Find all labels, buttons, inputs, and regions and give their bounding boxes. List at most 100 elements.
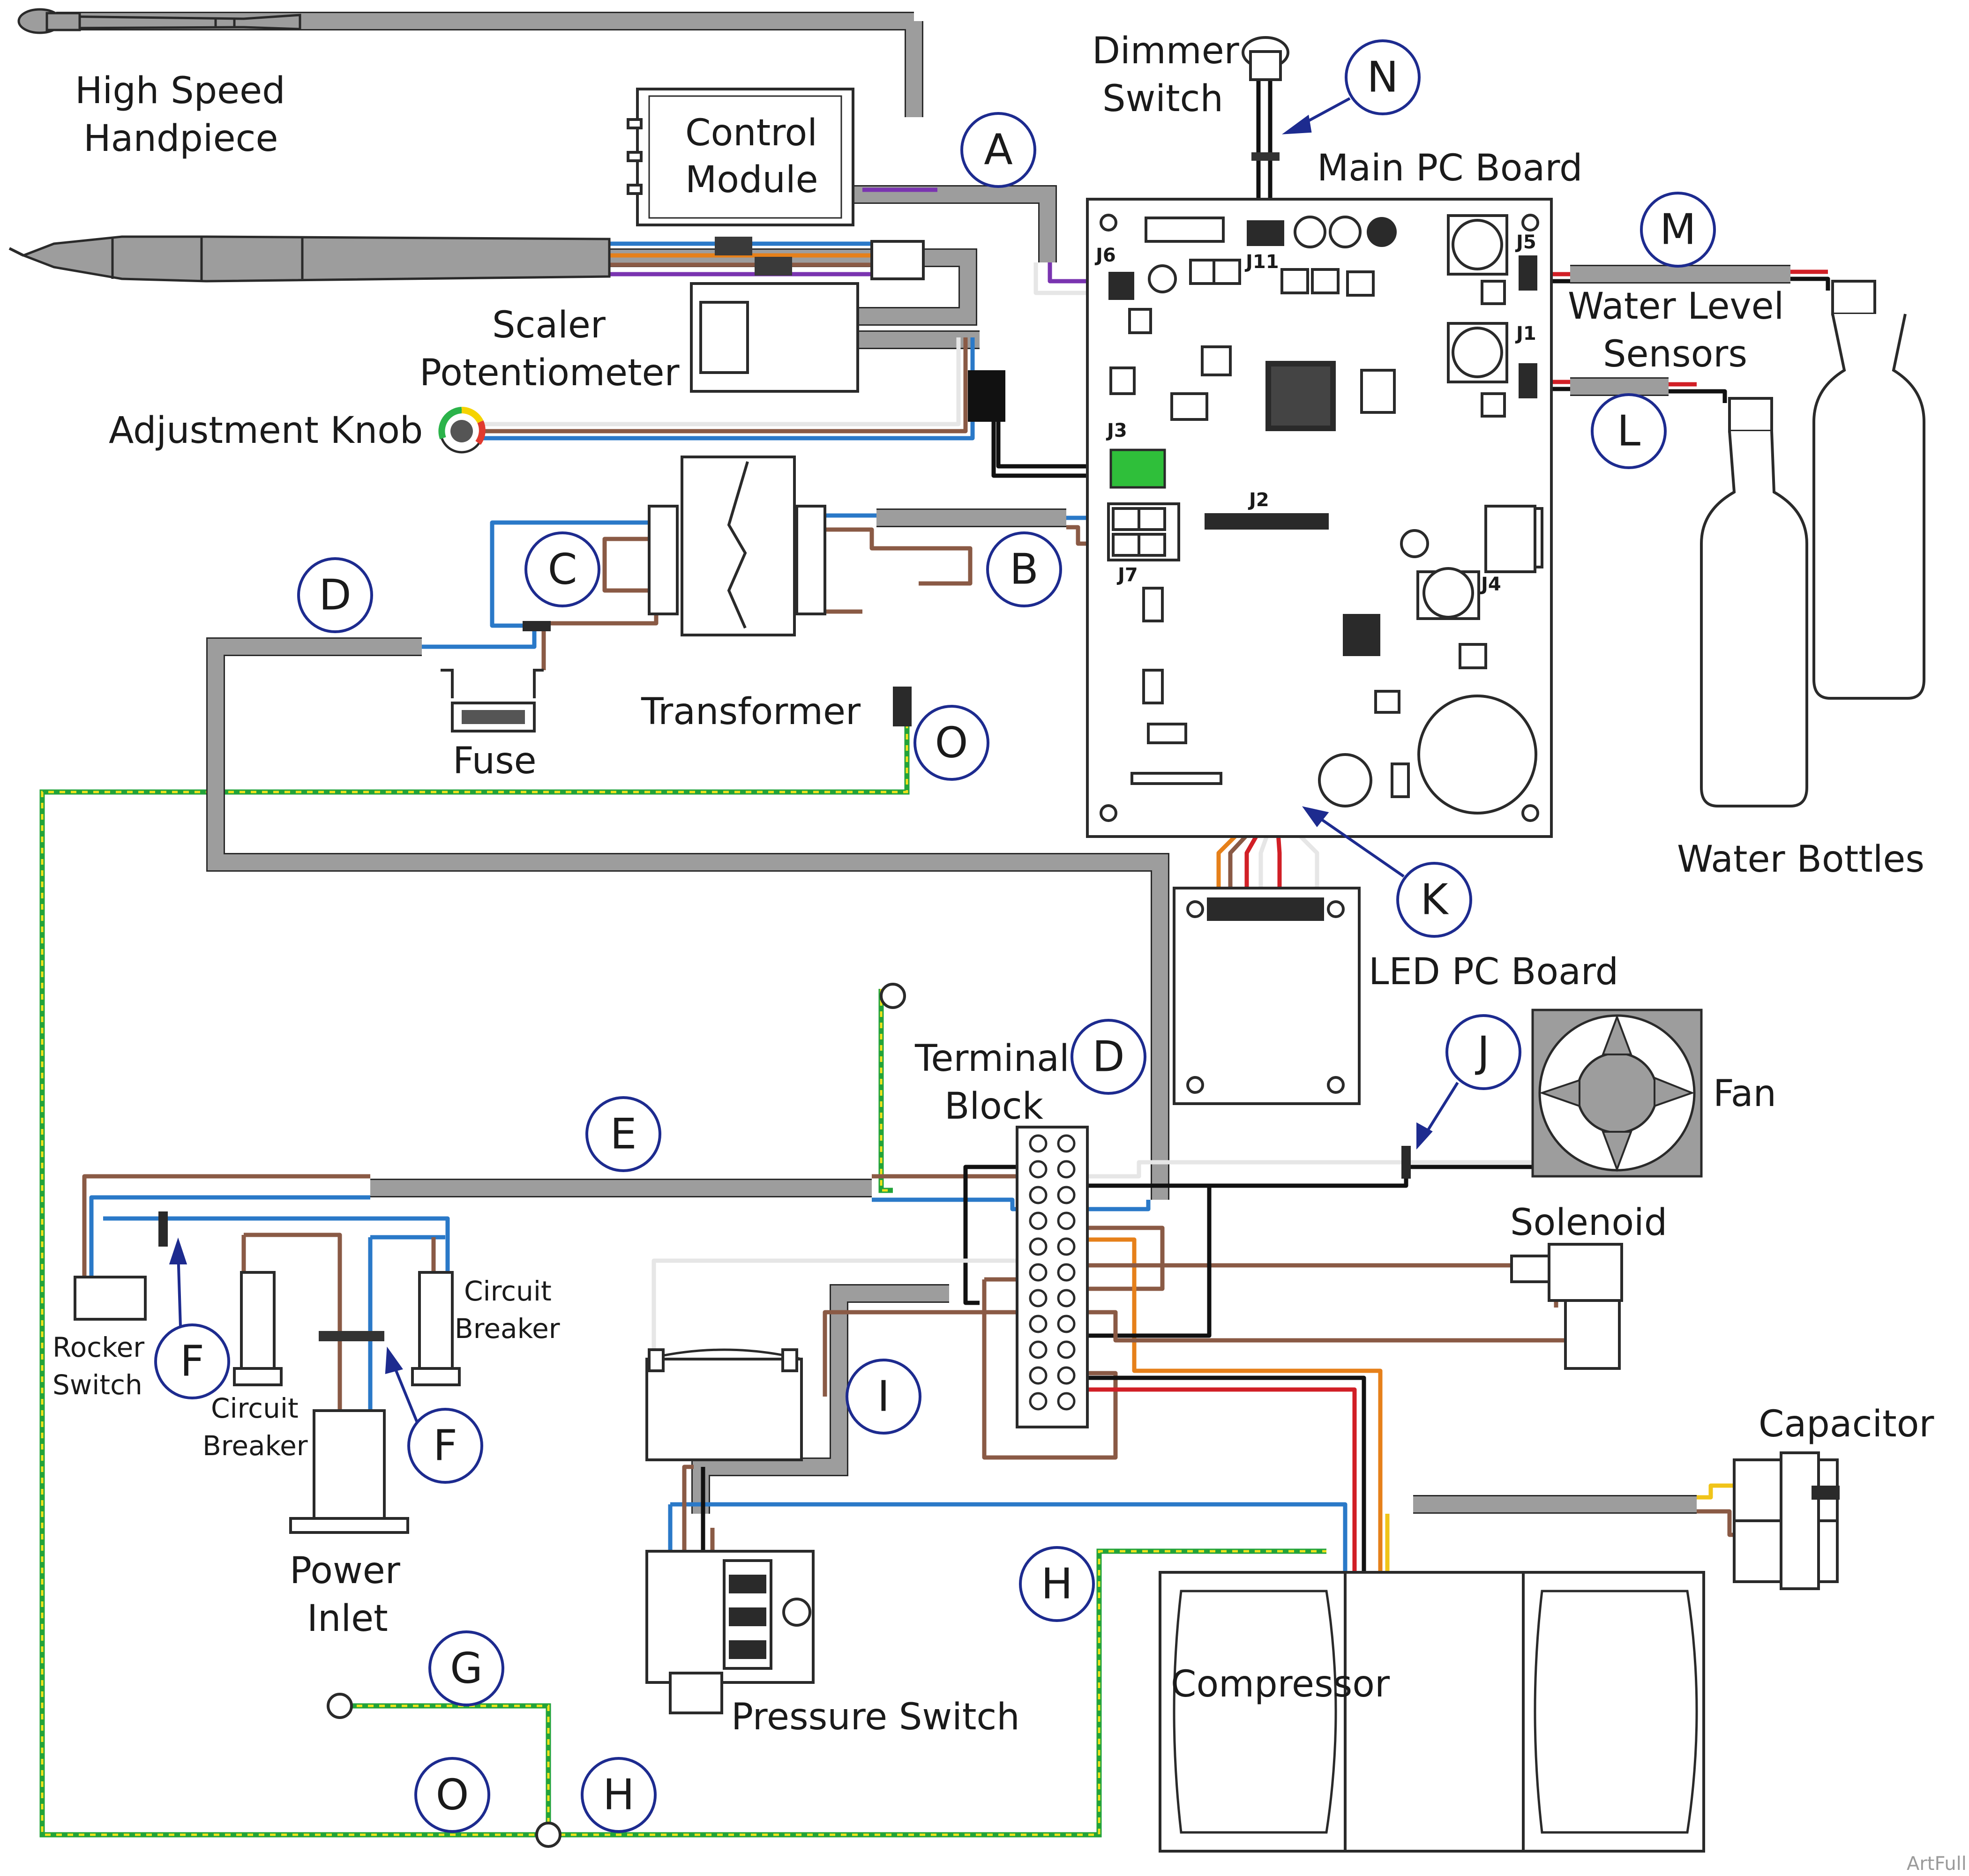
led-pc-board: LED PC Board [1173,887,1618,1105]
fan: Fan [1531,1009,1776,1178]
fuse: Fuse [441,621,551,782]
svg-text:C: C [548,545,577,594]
terminal-screw [1057,1289,1076,1308]
power-inlet: Power Inlet [289,1409,409,1640]
svg-text:I: I [877,1372,890,1421]
capacitor-label: Capacitor [1759,1403,1934,1445]
callout-o-top: O [913,705,989,781]
transformer: Transformer [641,456,861,733]
rocker-switch: Rocker Switch [52,1276,147,1401]
callout-k: K [1396,862,1472,938]
compressor-label: Compressor [1171,1663,1390,1705]
terminal-screw [1029,1366,1048,1385]
power-inlet-label-line1: Power [290,1550,401,1592]
terminal-screw [1029,1392,1048,1411]
ground-stud-top [880,983,906,1009]
water-level-sensors-label-line2: Sensors [1603,333,1747,375]
fan-wire-tie [1401,1146,1411,1179]
callout-f-right: F [407,1408,483,1484]
svg-text:D: D [1092,1032,1124,1082]
svg-text:F: F [180,1337,204,1386]
main-pc-board-label: Main PC Board [1317,147,1583,189]
dimmer-switch-label-line1: Dimmer [1092,30,1240,72]
callouts: A N M L C D B O K D J E F F I H G O H [154,39,1716,1833]
svg-text:H: H [1041,1560,1073,1609]
svg-text:J: J [1475,1028,1490,1077]
pressure-switch-label: Pressure Switch [731,1696,1020,1738]
terminal-block-label-line2: Block [944,1085,1043,1128]
svg-text:H: H [603,1771,635,1820]
svg-text:B: B [1010,545,1039,594]
terminal-screw [1029,1263,1048,1282]
connector-j5-label: J5 [1515,232,1536,253]
circuit-breaker-right-label-line1: Circuit [464,1275,552,1307]
callout-arrows [169,97,1459,1423]
wire-tie-f-left [158,1211,168,1247]
callout-l: L [1591,393,1667,469]
control-module-label-line2: Module [685,159,818,201]
connector-j11-label: J11 [1244,251,1279,273]
svg-text:E: E [610,1110,637,1159]
watermark: ArtFull [1907,1853,1967,1875]
callout-h-mid: H [1019,1546,1095,1622]
control-module-label-line1: Control [685,112,817,154]
terminal-block: Terminal Block [914,1038,1089,1428]
ground-splice [893,687,912,726]
compressor: Compressor [1159,1571,1705,1853]
scaler-potentiometer: Scaler Potentiometer [419,282,859,394]
capacitor: Capacitor [1733,1403,1934,1590]
water-level-sensors-label-line1: Water Level [1568,285,1784,328]
rocker-switch-label-line2: Switch [52,1369,142,1401]
led-pc-board-label: LED PC Board [1369,951,1618,993]
callout-e: E [585,1096,661,1172]
callout-d-terminal: D [1071,1019,1146,1095]
water-bottles: Water Level Sensors Water Bottles [1568,280,1925,881]
control-module: Control Module [627,88,854,226]
callout-m: M [1640,192,1716,268]
terminal-screw [1057,1211,1076,1230]
connector-j1-label: J1 [1515,323,1536,344]
terminal-screw [1057,1263,1076,1282]
svg-text:F: F [433,1421,457,1471]
callout-i: I [846,1359,921,1435]
svg-text:D: D [319,571,351,620]
callout-d-top: D [297,557,373,633]
scaler-handpiece [8,235,925,283]
terminal-screw [1029,1237,1048,1256]
svg-text:O: O [436,1771,469,1820]
callout-f-left: F [154,1323,230,1399]
pressure-switch: Pressure Switch [645,1550,1020,1738]
svg-text:L: L [1617,407,1640,456]
dimmer-switch: Dimmer Switch [1092,30,1289,161]
terminal-screw [1057,1160,1076,1179]
connector-j3-label: J3 [1106,420,1127,441]
terminal-screw [1029,1160,1048,1179]
terminal-screw [1029,1315,1048,1333]
terminal-screw [1057,1392,1076,1411]
handpiece-label-line1: High Speed [75,70,285,112]
svg-text:K: K [1420,875,1449,925]
scaler-potentiometer-label-line1: Scaler [492,304,606,346]
circuit-breaker-right: Circuit Breaker [411,1271,560,1386]
power-inlet-label-line2: Inlet [307,1598,388,1640]
circuit-breaker-right-label-line2: Breaker [455,1313,560,1345]
terminal-screw [1057,1237,1076,1256]
wire-tie-f-right [319,1331,384,1341]
main-pc-board: J6 J11 J3 J2 J7 J4 J5 J1 Main PC Board [1086,147,1583,838]
terminal-screw [1029,1211,1048,1230]
connector-j2-label: J2 [1248,489,1269,511]
terminal-screw [1029,1289,1048,1308]
circuit-breaker-left-label-line1: Circuit [211,1392,299,1424]
svg-text:M: M [1660,205,1696,254]
ground-stud-bottom [327,1693,562,1848]
callout-g: G [428,1630,504,1706]
relay-box [645,1348,803,1461]
terminal-screw [1057,1340,1076,1359]
solenoid: Solenoid [1510,1202,1667,1370]
terminal-screw [1057,1134,1076,1153]
solenoid-label: Solenoid [1510,1202,1667,1244]
callout-a: A [960,112,1036,188]
terminal-screw [1057,1315,1076,1333]
svg-text:A: A [984,126,1013,175]
